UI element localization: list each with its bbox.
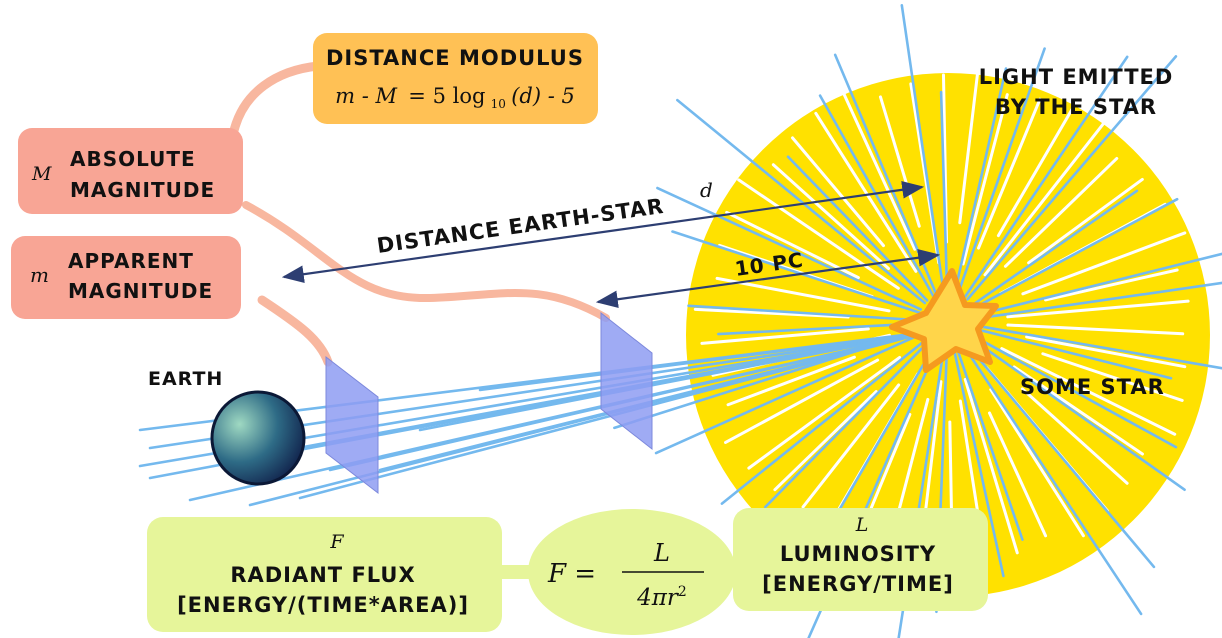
glow-highlight-ray: [747, 355, 902, 470]
light-ray: [963, 55, 1129, 299]
light-label-line2: BY THE STAR: [995, 95, 1157, 119]
glow-highlight-ray: [1006, 323, 1185, 336]
star-icon: [889, 268, 999, 373]
luminosity-line1: LUMINOSITY: [780, 542, 936, 566]
light-ray: [975, 252, 1222, 317]
glow-highlight-ray: [988, 411, 1048, 538]
apparent-connector: [257, 295, 333, 367]
absolute-symbol: M: [31, 163, 52, 185]
glow-highlight-ray: [1012, 365, 1144, 456]
light-ray: [687, 304, 920, 322]
glow-highlight-ray: [1000, 347, 1177, 436]
light-ray: [831, 346, 935, 523]
light-ray: [972, 335, 1178, 449]
flux-symbol: F: [329, 531, 344, 553]
absolute-line2: MAGNITUDE: [70, 178, 215, 202]
light-ray: [973, 197, 1179, 310]
light-ray: [976, 324, 1222, 370]
glow-highlight-ray: [1041, 352, 1184, 402]
modulus-connector: [227, 61, 323, 145]
glow-highlight-ray: [996, 107, 1074, 238]
glow-highlight-ray: [700, 327, 870, 345]
radiant-flux-box: [147, 517, 502, 632]
light-ray: [971, 189, 1139, 307]
light-ray-to-earth: [478, 330, 930, 392]
formula-lhs: F =: [547, 559, 596, 589]
light-ray: [939, 90, 949, 294]
apparent-line2: MAGNITUDE: [68, 279, 213, 303]
light-ray: [963, 345, 1143, 616]
glow-highlight-ray: [958, 69, 980, 225]
light-ray: [966, 55, 1178, 301]
light-ray: [654, 332, 922, 455]
formula-numerator: L: [653, 539, 670, 567]
light-ray: [971, 338, 1186, 492]
absolute-line1: ABSOLUTE: [70, 147, 196, 171]
flux-line2: [ENERGY/(TIME*AREA)]: [177, 593, 469, 617]
light-ray-to-earth: [378, 330, 930, 472]
earth-globe: [210, 390, 306, 486]
distance-modulus-title: DISTANCE MODULUS: [326, 46, 584, 70]
apparent-line1: APPARENT: [68, 249, 194, 273]
star-label: SOME STAR: [1020, 375, 1165, 399]
glow-highlight-ray: [1020, 387, 1129, 485]
glow-highlight-ray: [726, 355, 856, 407]
formula-denominator: 4πr2: [636, 584, 687, 611]
glow-highlight-ray: [693, 307, 850, 319]
detector-near-earth: [325, 355, 379, 495]
light-ray: [763, 342, 929, 509]
glow-highlight-ray: [1027, 177, 1144, 265]
light-ray: [975, 328, 1173, 380]
distance-label: DISTANCE EARTH-STAR: [375, 194, 665, 258]
ten-pc-arrow: [595, 248, 941, 309]
light-ray: [717, 322, 920, 336]
light-ray: [953, 350, 1005, 578]
detector-ten-pc: [600, 311, 653, 451]
glow-highlight-ray: [963, 377, 1019, 555]
glow-highlight-ray: [983, 121, 1106, 277]
glow-highlight-ray: [1025, 335, 1187, 369]
flux-line1: RADIANT FLUX: [230, 563, 415, 587]
glow-highlight-ray: [977, 97, 1042, 250]
light-label-line1: LIGHT EMITTED: [979, 65, 1174, 89]
luminosity-symbol: L: [855, 514, 869, 536]
luminosity-box: [733, 508, 988, 611]
distance-symbol: d: [700, 178, 713, 202]
absolute-magnitude-box: [18, 128, 243, 214]
light-ray: [956, 47, 1046, 296]
glow-highlight-ray: [801, 383, 901, 509]
glow-highlight-ray: [1003, 156, 1119, 268]
earth-label: EARTH: [148, 368, 223, 390]
distance-modulus-box: [313, 33, 598, 124]
distance-arrow: [281, 181, 925, 283]
light-ray: [956, 349, 1024, 541]
glow-highlight-ray: [1021, 231, 1187, 296]
light-ray: [966, 343, 1156, 569]
light-ray: [720, 339, 926, 505]
glow-highlight-ray: [724, 358, 880, 444]
light-ray: [953, 67, 1008, 295]
light-ray-to-earth: [418, 330, 930, 432]
glow-highlight-ray: [989, 388, 1085, 538]
glow-highlight-ray: [961, 93, 1009, 266]
apparent-magnitude-box: [11, 236, 241, 319]
light-ray: [900, 4, 945, 294]
glow-highlight-ray: [773, 390, 878, 492]
apparent-symbol: m: [30, 263, 49, 287]
light-ray: [976, 281, 1222, 320]
glow-highlight-ray: [1006, 299, 1190, 319]
glow-highlight-ray: [1044, 268, 1179, 302]
distance-modulus-formula: m - M = 5 log 10 (d) - 5: [335, 84, 575, 113]
luminosity-line2: [ENERGY/TIME]: [762, 572, 954, 596]
